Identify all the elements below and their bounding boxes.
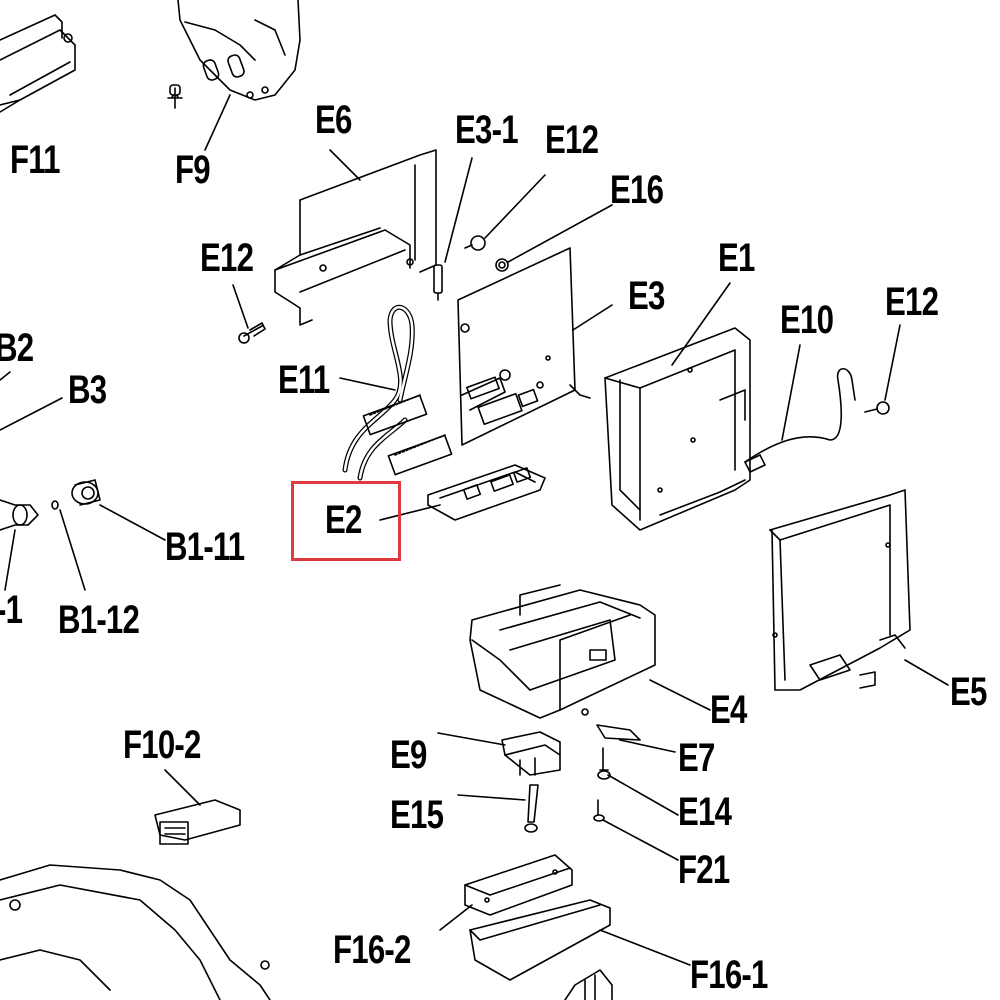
label-e9: E9 bbox=[390, 733, 427, 777]
part-f10-2 bbox=[154, 799, 241, 845]
part-e10-wire bbox=[744, 367, 856, 473]
label-f10-2: F10-2 bbox=[123, 723, 201, 767]
part-b1-1 bbox=[0, 499, 39, 531]
label-e10: E10 bbox=[780, 298, 834, 342]
label-b1-1: -1 bbox=[0, 588, 23, 632]
part-e1 bbox=[604, 327, 751, 531]
part-e3-1 bbox=[433, 264, 443, 301]
highlight-box-e2 bbox=[291, 481, 401, 561]
part-e7 bbox=[596, 724, 641, 741]
label-f21: F21 bbox=[678, 848, 730, 892]
label-e14: E14 bbox=[678, 790, 732, 834]
part-e12-left-screw bbox=[238, 322, 266, 344]
label-f11: F11 bbox=[10, 138, 60, 182]
part-f9 bbox=[167, 0, 301, 109]
label-e5: E5 bbox=[950, 670, 987, 714]
part-e16 bbox=[495, 258, 509, 272]
part-f16-1 bbox=[469, 899, 611, 981]
part-e6 bbox=[274, 149, 437, 326]
label-e12-top: E12 bbox=[545, 118, 599, 162]
label-e7: E7 bbox=[678, 736, 715, 780]
part-f11 bbox=[0, 14, 76, 106]
part-e2 bbox=[427, 464, 546, 521]
label-b1-12: B1-12 bbox=[58, 598, 140, 642]
label-e4: E4 bbox=[710, 688, 747, 732]
part-f16-2 bbox=[464, 854, 573, 916]
label-f9: F9 bbox=[175, 148, 211, 192]
part-e5 bbox=[769, 489, 911, 691]
part-b1-12 bbox=[51, 500, 59, 510]
part-e11-harness bbox=[342, 305, 453, 481]
label-b3: B3 bbox=[68, 368, 107, 412]
part-e15 bbox=[524, 784, 539, 833]
label-e15: E15 bbox=[390, 793, 444, 837]
part-e12-right-screw bbox=[864, 401, 890, 415]
part-e12-top-screw bbox=[464, 235, 486, 251]
part-f21 bbox=[593, 799, 605, 822]
label-e12-right: E12 bbox=[885, 280, 939, 324]
label-e6: E6 bbox=[315, 98, 352, 142]
part-bottom-tray bbox=[0, 864, 271, 1000]
part-e3-board bbox=[457, 247, 591, 446]
part-b1-11 bbox=[71, 479, 101, 506]
label-e12-left: E12 bbox=[200, 236, 254, 280]
label-e11: E11 bbox=[278, 358, 330, 402]
part-e14 bbox=[597, 747, 611, 780]
label-b1-11: B1-11 bbox=[165, 525, 245, 569]
label-f16-2: F16-2 bbox=[333, 928, 411, 972]
label-b2: B2 bbox=[0, 326, 34, 370]
label-e1: E1 bbox=[718, 236, 755, 280]
label-e3: E3 bbox=[628, 274, 665, 318]
label-e2: E2 bbox=[325, 498, 362, 542]
label-e3-1: E3-1 bbox=[455, 108, 519, 152]
label-f16-1: F16-1 bbox=[690, 953, 768, 997]
label-e16: E16 bbox=[610, 168, 664, 212]
part-e9 bbox=[501, 731, 561, 776]
part-e4 bbox=[469, 584, 656, 719]
